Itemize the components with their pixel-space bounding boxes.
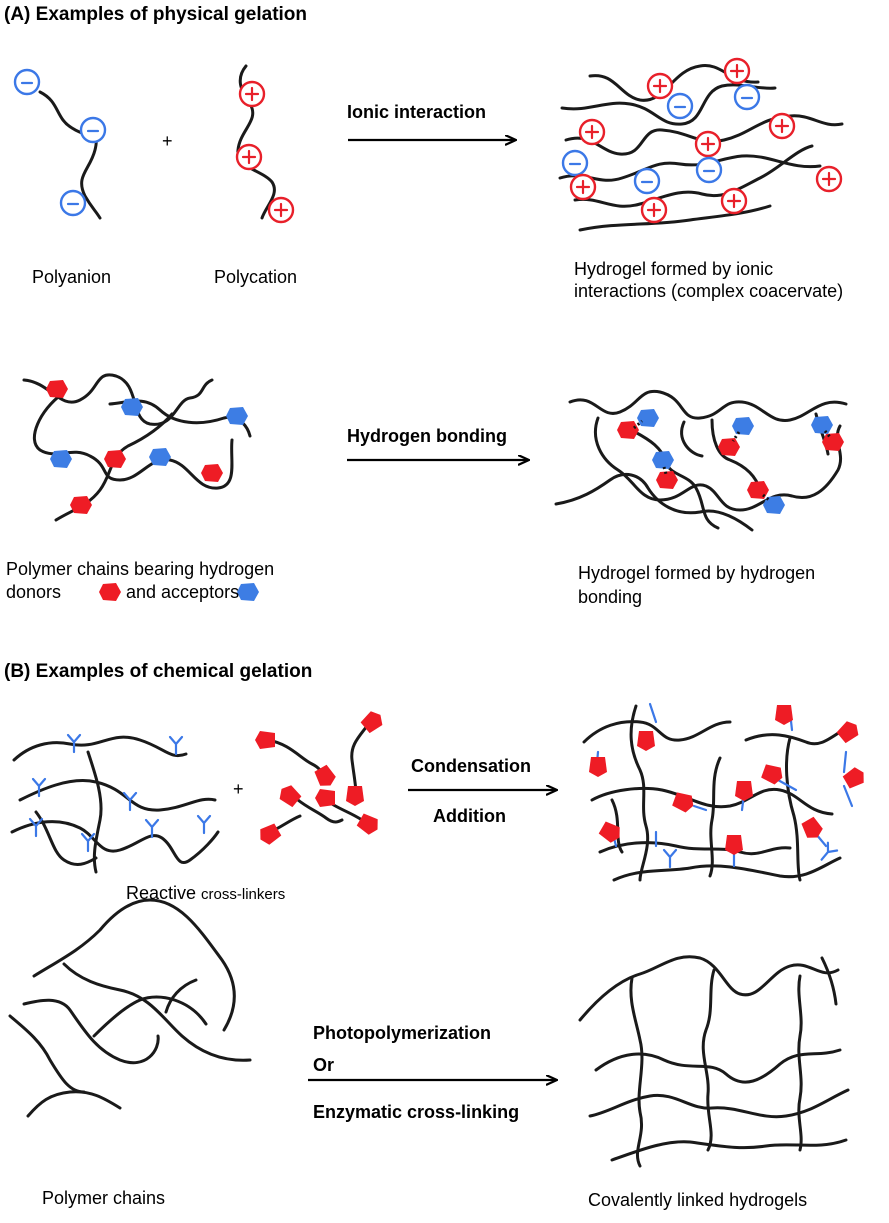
red-pentagon-icon	[255, 731, 275, 749]
addition-label: Addition	[433, 806, 506, 826]
reactive-crosslinkers-label: Reactive cross-linkers	[126, 882, 285, 906]
y-linker-icon	[196, 814, 212, 835]
cation-icon	[640, 196, 668, 224]
hbond-left-label-acceptors: and acceptors	[126, 582, 240, 602]
y-linker-icon	[80, 832, 96, 853]
cation-icon	[720, 187, 748, 215]
anion-icon	[561, 149, 589, 177]
anion-icon	[733, 83, 761, 111]
cation-icon	[235, 143, 263, 171]
section-a-title: (A) Examples of physical gelation	[4, 4, 308, 25]
donor-hexagon-icon	[104, 450, 126, 468]
hbond-hydrogel-network	[554, 389, 848, 532]
acceptor-hexagon-icon	[811, 416, 833, 434]
red-pentagon-icon	[315, 789, 335, 807]
ionic-result-label-line2: interactions (complex coacervate)	[574, 281, 844, 301]
reactive-label-small: cross-linkers	[201, 886, 286, 903]
red-pentagon-icon	[841, 764, 869, 791]
section-b-title: (B) Examples of chemical gelation	[4, 661, 313, 682]
anion-icon	[695, 156, 723, 184]
covalent-hydrogel-network	[578, 955, 850, 1168]
donor-legend-hexagon-icon	[99, 583, 121, 601]
crosslink-bond	[692, 804, 708, 812]
free-polymer-chains	[8, 898, 252, 1118]
plus-sign: +	[233, 779, 244, 799]
donor-hexagon-icon	[617, 421, 639, 439]
red-pentagon-icon	[255, 821, 283, 848]
acceptor-hexagon-icon	[763, 496, 785, 514]
donor-hexagon-icon	[46, 380, 68, 398]
ionic-result-label-line1: Hydrogel formed by ionic	[574, 259, 774, 279]
red-pentagon-icon	[355, 811, 383, 838]
acceptor-hexagon-icon	[652, 451, 674, 469]
hbond-left-label-donors: donors	[6, 582, 62, 602]
cation-icon	[694, 130, 722, 158]
crosslink-bond	[648, 702, 658, 724]
crosslinked-hydrogel-network	[582, 704, 848, 882]
red-pentagon-icon	[589, 757, 607, 777]
anion-icon	[666, 92, 694, 120]
cation-icon	[267, 196, 295, 224]
photopolymerization-label: Photopolymerization	[313, 1023, 492, 1043]
cation-icon	[569, 173, 597, 201]
red-pentagon-icon	[346, 786, 364, 806]
condensation-label: Condensation	[411, 756, 531, 776]
crosslink-bond	[776, 778, 798, 792]
acceptor-hexagon-icon	[226, 407, 248, 425]
cation-icon	[723, 57, 751, 85]
polycation-label: Polycation	[214, 267, 298, 287]
cation-icon	[815, 165, 843, 193]
donor-hexagon-icon	[718, 438, 740, 456]
polymer-chains-label: Polymer chains	[42, 1188, 166, 1208]
anion-icon	[59, 189, 87, 217]
cation-icon	[646, 72, 674, 100]
crosslink-bond	[842, 750, 848, 774]
anion-icon	[13, 68, 41, 96]
covalent-hydrogels-label: Covalently linked hydrogels	[588, 1190, 808, 1210]
hbond-result-label-line2: bonding	[578, 587, 643, 607]
red-pentagon-icon	[637, 731, 655, 751]
acceptor-hexagon-icon	[149, 448, 171, 466]
reactive-polymer-chains	[10, 735, 220, 874]
y-linker-icon	[168, 735, 184, 756]
hydrogen-bonding-label: Hydrogen bonding	[347, 426, 507, 446]
reactive-label-main: Reactive	[126, 883, 197, 903]
y-linker-icon	[662, 848, 678, 869]
or-label: Or	[313, 1055, 335, 1075]
hbond-result-label-line1: Hydrogel formed by hydrogen	[578, 563, 816, 583]
donor-hexagon-icon	[70, 496, 92, 514]
crosslink-bond	[842, 784, 854, 808]
acceptor-hexagon-icon	[637, 409, 659, 427]
red-pentagon-icon	[275, 782, 303, 809]
red-pentagon-icon	[799, 815, 826, 843]
anion-icon	[633, 167, 661, 195]
cation-icon	[768, 112, 796, 140]
polyanion-label: Polyanion	[32, 267, 112, 287]
acceptor-legend-hexagon-icon	[237, 583, 259, 601]
red-pentagon-icon	[835, 718, 863, 745]
cation-icon	[238, 80, 266, 108]
donor-hexagon-icon	[201, 464, 223, 482]
plus-sign: +	[162, 131, 173, 151]
polyanion-chain	[38, 90, 102, 220]
y-linker-icon	[28, 817, 44, 838]
cation-icon	[578, 118, 606, 146]
anion-icon	[79, 116, 107, 144]
acceptor-hexagon-icon	[732, 417, 754, 435]
ionic-interaction-label: Ionic interaction	[347, 102, 487, 122]
donor-hexagon-icon	[747, 481, 769, 499]
hbond-left-label-line1: Polymer chains bearing hydrogen	[6, 559, 275, 579]
enzymatic-crosslinking-label: Enzymatic cross-linking	[313, 1102, 520, 1122]
